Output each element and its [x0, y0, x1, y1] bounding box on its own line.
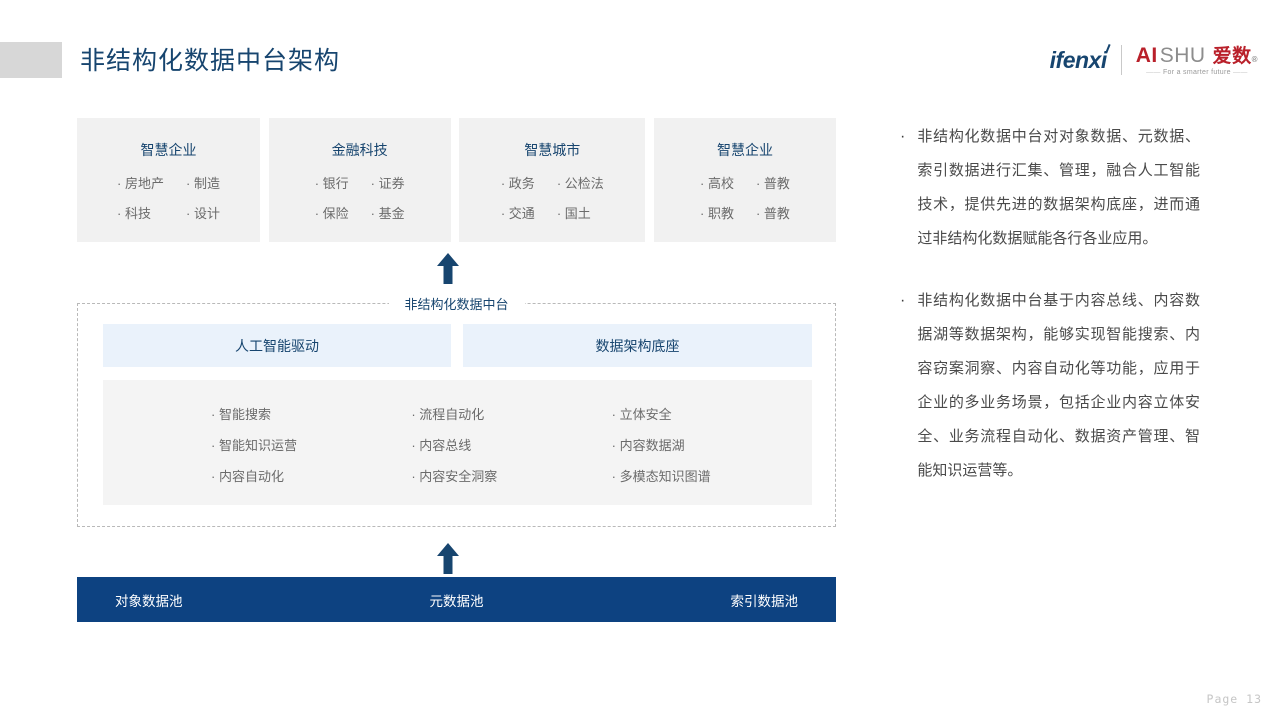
list-item: · 银行 [314, 176, 349, 191]
segment-item-list: · 房地产 · 制造 · 科技 · 设计 [117, 173, 220, 222]
capability-item: · 内容数据湖 [611, 438, 685, 453]
page-number: Page 13 [1206, 692, 1262, 706]
list-item: · 公检法 [556, 176, 604, 191]
list-item: · 证券 [370, 176, 405, 191]
capability-item: · 智能搜索 [211, 407, 271, 422]
segment-box-2[interactable]: 金融科技 · 银行 · 证券 · 保险 · 基金 [268, 118, 451, 242]
aishu-logo-ai: AI [1135, 43, 1158, 67]
data-pool-object: 对象数据池 [115, 593, 183, 609]
capability-item: · 多模态知识图谱 [611, 469, 711, 484]
segment-item-list: · 政务 · 公检法 · 交通 · 国土 [501, 173, 604, 222]
note-text: 非结构化数据中台基于内容总线、内容数据湖等数据架构，能够实现智能搜索、内容窃案洞… [917, 292, 1200, 479]
aishu-logo: AI SHU 爱数 ® —— For a smarter future —— [1136, 45, 1258, 76]
ifenxi-logo: ifenxi [1049, 43, 1111, 74]
pillar-label: 人工智能驱动 [235, 337, 319, 354]
capability-item: · 立体安全 [611, 407, 672, 422]
capability-item: · 内容总线 [411, 438, 472, 453]
list-item: · 政务 [500, 176, 535, 191]
list-item: · 设计 [186, 206, 220, 221]
arrow-shaft [443, 265, 453, 284]
data-pool-metadata: 元数据池 [429, 593, 484, 609]
segment-box-3[interactable]: 智慧城市 · 政务 · 公检法 · 交通 · 国土 [459, 118, 646, 242]
list-item: · 房地产 [117, 176, 164, 191]
aishu-logo-main: AI SHU 爱数 ® [1136, 45, 1258, 66]
ifenxi-logo-tick-icon [1105, 43, 1111, 53]
segment-box-1[interactable]: 智慧企业 · 房地产 · 制造 · 科技 · 设计 [77, 118, 260, 242]
logo-zone: ifenxi AI SHU 爱数 ® —— For a smarter futu… [1050, 40, 1258, 80]
list-item: · 国土 [556, 206, 591, 221]
title-marker-block [0, 42, 62, 78]
list-item: · 科技 [117, 206, 151, 221]
arrow-head [437, 253, 459, 266]
segment-title: 智慧企业 [140, 142, 197, 158]
data-platform-container: 非结构化数据中台 人工智能驱动 数据架构底座 · 智能搜索 · 流程自动化 · … [77, 294, 836, 527]
list-item: · 保险 [314, 206, 349, 221]
note-item-1: · 非结构化数据中台对对象数据、元数据、索引数据进行汇集、管理，融合人工智能技术… [900, 120, 1200, 256]
segment-item-list: · 高校 · 普教 · 职教 · 普教 [700, 173, 790, 222]
aishu-logo-tagline: —— For a smarter future —— [1146, 68, 1248, 76]
list-item: · 高校 [700, 176, 734, 191]
platform-label: 非结构化数据中台 [388, 294, 525, 313]
note-text: 非结构化数据中台对对象数据、元数据、索引数据进行汇集、管理，融合人工智能技术，提… [917, 128, 1200, 247]
segment-title: 智慧城市 [524, 142, 581, 158]
capability-item: · 内容自动化 [211, 469, 284, 484]
industry-segment-row: 智慧企业 · 房地产 · 制造 · 科技 · 设计 金融科技 · 银行 · 证券… [77, 118, 836, 242]
list-item: · 普教 [755, 176, 790, 191]
platform-pillar-row: 人工智能驱动 数据架构底座 [103, 324, 812, 367]
bullet-icon: · [900, 292, 906, 309]
aishu-logo-registered-icon: ® [1251, 54, 1258, 64]
segment-item-list: · 银行 · 证券 · 保险 · 基金 [315, 173, 405, 222]
segment-title: 金融科技 [331, 142, 388, 158]
list-item: · 交通 [500, 206, 535, 221]
data-pool-index: 索引数据池 [730, 593, 799, 609]
list-item: · 基金 [370, 206, 405, 221]
capability-item: · 智能知识运营 [211, 438, 297, 453]
aishu-logo-cn: 爱数 [1212, 45, 1252, 67]
pillar-ai-driven[interactable]: 人工智能驱动 [103, 324, 451, 367]
notes-column: · 非结构化数据中台对对象数据、元数据、索引数据进行汇集、管理，融合人工智能技术… [900, 120, 1200, 516]
segment-box-4[interactable]: 智慧企业 · 高校 · 普教 · 职教 · 普教 [653, 118, 836, 242]
page-title: 非结构化数据中台架构 [80, 47, 341, 75]
list-item: · 制造 [186, 176, 220, 191]
capability-item: · 流程自动化 [411, 407, 485, 422]
list-item: · 职教 [700, 206, 734, 221]
pillar-data-architecture[interactable]: 数据架构底座 [463, 324, 812, 367]
bullet-icon: · [900, 128, 906, 145]
note-item-2: · 非结构化数据中台基于内容总线、内容数据湖等数据架构，能够实现智能搜索、内容窃… [900, 284, 1200, 488]
aishu-logo-shu: SHU [1159, 43, 1206, 67]
aishu-tagline-text: For a smarter future [1162, 68, 1231, 76]
segment-title: 智慧企业 [716, 142, 773, 158]
arrow-head [437, 543, 459, 556]
list-item: · 普教 [755, 206, 790, 221]
pillar-label: 数据架构底座 [595, 337, 680, 354]
ifenxi-logo-text: ifenxi [1049, 46, 1108, 73]
capability-grid: · 智能搜索 · 流程自动化 · 立体安全 · 智能知识运营 · 内容总线 · … [103, 380, 812, 505]
data-pool-bar[interactable]: 对象数据池 元数据池 索引数据池 [77, 577, 836, 622]
logo-divider [1120, 45, 1122, 75]
capability-item: · 内容安全洞察 [411, 469, 498, 484]
arrow-shaft [443, 555, 453, 574]
